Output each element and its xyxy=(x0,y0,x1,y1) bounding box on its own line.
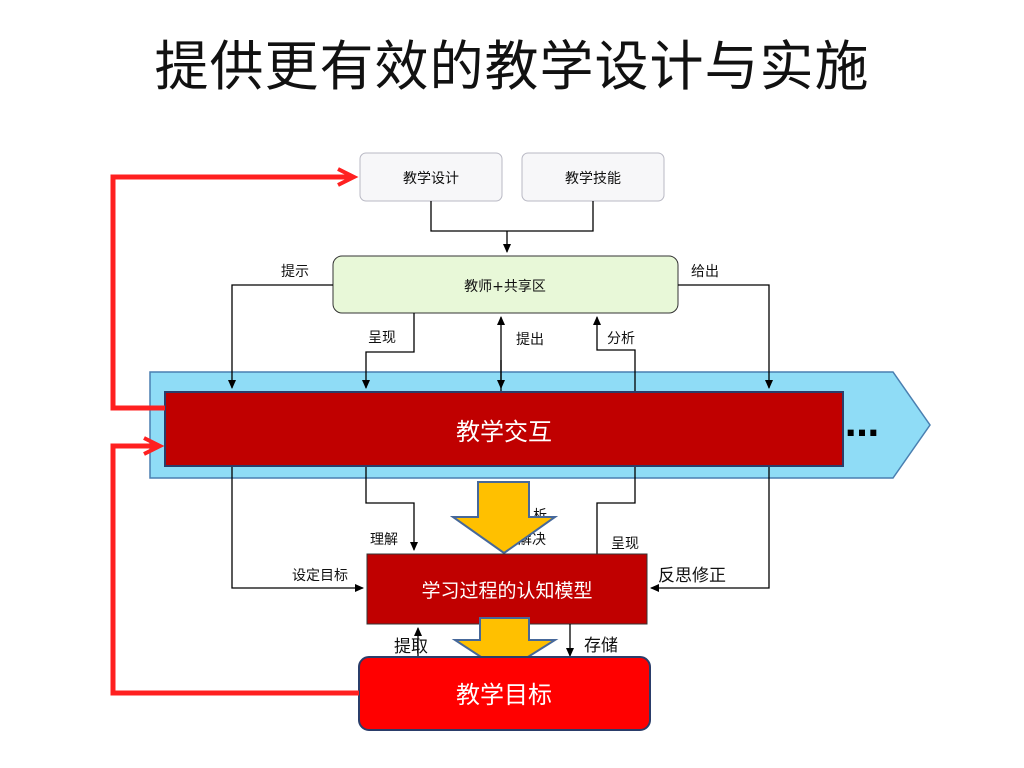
edge-label-understand: 理解 xyxy=(370,532,398,548)
edge-label-present-bottom: 呈现 xyxy=(611,536,639,552)
edge-label-propose: 提出 xyxy=(516,332,544,348)
teaching-skills-box[interactable]: 教学技能 xyxy=(521,152,665,202)
teaching-interaction-bar[interactable]: 教学交互 xyxy=(164,391,844,467)
teacher-band-connectors xyxy=(228,284,773,392)
teaching-design-box[interactable]: 教学设计 xyxy=(359,152,503,202)
teacher-shared-box[interactable]: 教师+共享区 xyxy=(332,255,679,314)
cognitive-model-label: 学习过程的认知模型 xyxy=(421,580,592,602)
slide-title: 提供更有效的教学设计与实施 xyxy=(154,35,870,98)
merge-connector xyxy=(430,201,594,253)
edge-label-present-top: 呈现 xyxy=(368,330,396,346)
ellipsis-mark: … xyxy=(845,405,879,445)
edge-label-analyze-top: 分析 xyxy=(607,331,635,347)
cognitive-model-box[interactable]: 学习过程的认知模型 xyxy=(366,553,648,625)
teaching-goal-label: 教学目标 xyxy=(456,681,552,709)
band-cognitive-connectors xyxy=(231,466,770,592)
teacher-shared-label: 教师+共享区 xyxy=(464,278,546,295)
down-arrow-upper xyxy=(449,481,559,555)
edge-label-reflect: 反思修正 xyxy=(658,566,726,586)
edge-label-give: 给出 xyxy=(691,264,719,280)
edge-label-hint: 提示 xyxy=(281,264,309,280)
teaching-goal-box[interactable]: 教学目标 xyxy=(358,656,651,731)
edge-label-set-goal: 设定目标 xyxy=(292,568,348,584)
cognitive-goal-connectors xyxy=(414,624,574,660)
edge-label-retrieve: 提取 xyxy=(394,637,428,657)
teaching-skills-label: 教学技能 xyxy=(565,171,621,187)
teaching-interaction-label: 教学交互 xyxy=(456,418,552,446)
teaching-design-label: 教学设计 xyxy=(403,171,459,187)
feedback-loop-arrows xyxy=(110,167,359,696)
edge-label-store: 存储 xyxy=(584,636,618,656)
